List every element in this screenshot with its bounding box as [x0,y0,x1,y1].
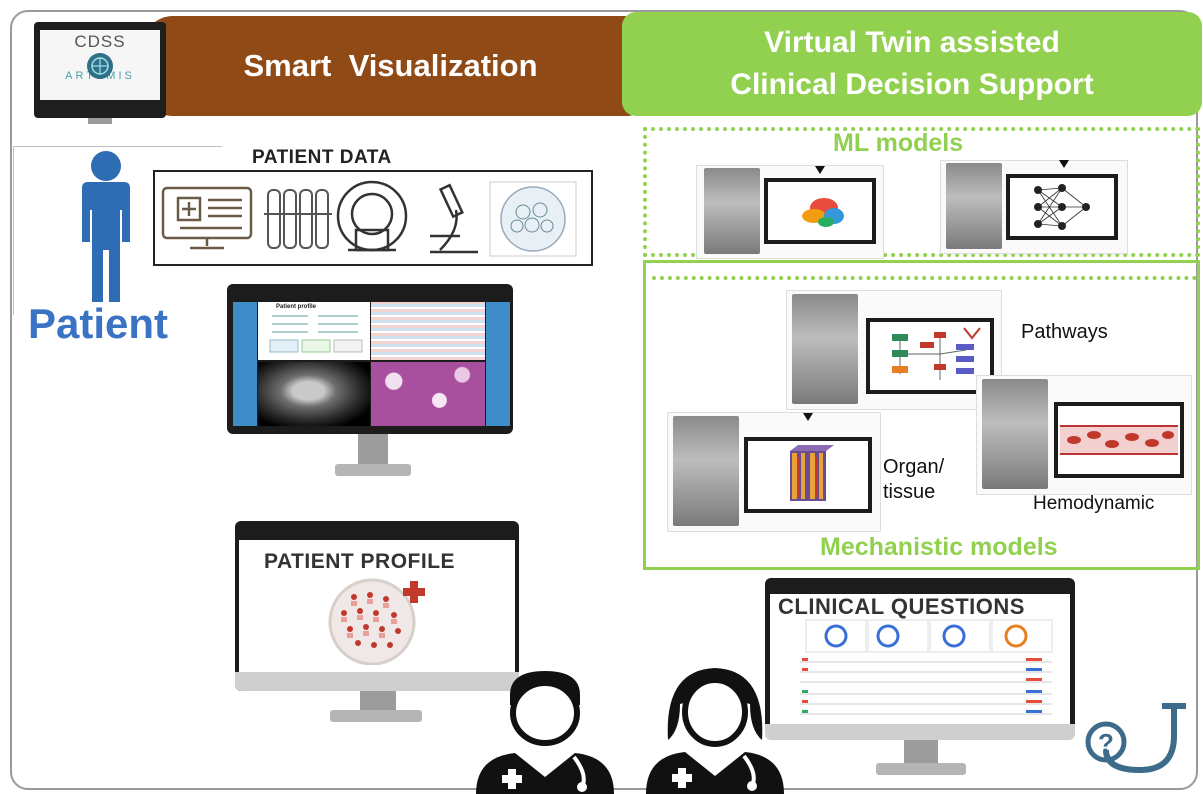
pathway-network-icon [892,327,981,380]
organ-computer-marker [803,413,813,421]
dashboard-histology-panel [371,362,485,426]
clinical-questions-screen [770,594,1070,724]
dashboard-profile-panel: Patient profile [258,302,370,360]
tissue-block-icon [790,445,834,501]
mri-scanner-icon [336,180,408,252]
cds-header: Virtual Twin assisted Clinical Decision … [622,12,1202,116]
logo-cdss-text: CDSS [74,32,126,51]
dashboard-left-sidebar [233,302,257,426]
ml-computer-1-tower [704,168,760,254]
organ-tissue-label: Organ/ tissue [883,455,944,505]
mechanistic-models-title: Mechanistic models [820,533,1058,561]
scatter-cluster-icon [802,198,844,227]
clinical-questions-bezel [765,724,1075,740]
mechanistic-dotted-divider [652,276,1197,280]
pathways-label: Pathways [1021,321,1108,343]
dashboard-right-sidebar [486,302,510,426]
stethoscope-question-icon: ? [1085,703,1186,774]
patient-figure-icon [82,151,130,302]
patient-profile-stand [360,691,396,711]
ml-models-panel [643,127,1200,257]
monitor-record-icon [161,186,253,250]
dashboard-monitor-base [335,464,411,476]
dashboard-profile-table [269,315,363,353]
pathways-computer-tower [792,294,858,404]
blood-vessel-icon [1060,425,1178,455]
logo-stand [88,118,112,124]
organ-label-line2: tissue [883,481,936,503]
ml-models-title: ML models [833,129,964,157]
dashboard-monitor-stand [358,434,388,464]
hemodynamic-label: Hemodynamic [1033,493,1155,514]
cds-title-line1: Virtual Twin assisted [764,26,1060,59]
organ-computer-tower [673,416,739,526]
neural-network-icon [1034,184,1090,230]
population-circle-icon [328,578,425,665]
ml-computer-2-marker [1059,160,1069,168]
doctor-female-icon [646,668,784,794]
hemodynamic-computer-tower [982,379,1048,489]
clinical-questions-title: CLINICAL QUESTIONS [778,594,1025,619]
microscope-icon [430,183,478,254]
ml-computer-1-marker [815,166,825,174]
clinical-questions-base [876,763,966,775]
patient-label: Patient [28,300,169,347]
clinical-questions-stand [904,740,938,764]
smart-visualization-header: Smart Visualization [143,16,638,116]
patient-data-title: PATIENT DATA [252,147,392,168]
questions-dashboard-widgets [800,619,1053,715]
patient-panel [13,146,222,315]
svg-text:?: ? [1098,728,1114,758]
patient-profile-base [330,710,422,722]
patient-profile-title: PATIENT PROFILE [264,550,456,573]
dashboard-profile-heading: Patient profile [276,304,317,310]
doctor-male-icon [476,671,614,794]
mechanistic-models-panel [643,260,1200,570]
patient-data-icons [161,180,577,257]
dashboard-ct-scan-panel [258,362,370,426]
organ-label-line1: Organ/ [883,456,945,478]
test-tubes-icon [264,189,332,249]
cds-title-line2: Clinical Decision Support [730,68,1094,101]
patient-profile-bezel [235,672,519,691]
ml-computer-2-tower [946,163,1002,249]
cells-icon [489,181,577,257]
dashboard-heatmap-panel [371,302,485,360]
logo-emblem-icon [87,53,113,79]
smart-visualization-title: Smart Visualization [243,48,538,83]
